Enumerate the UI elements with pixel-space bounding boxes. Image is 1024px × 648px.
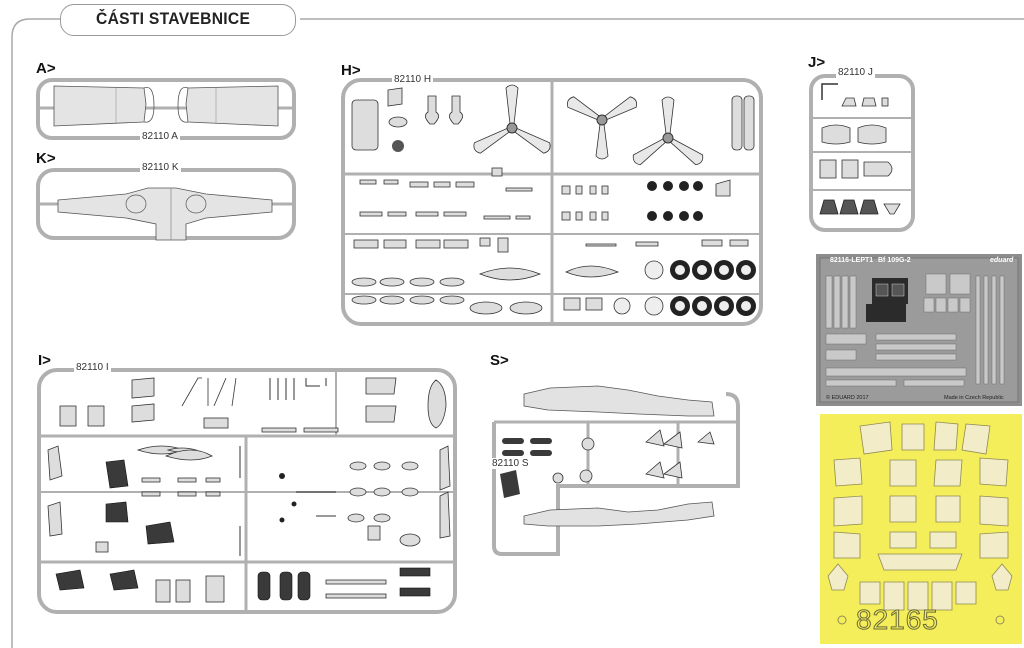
sprue-k-code: 82110 K	[140, 162, 181, 173]
sprue-a-letter: A>	[36, 60, 56, 77]
page-title: ČÁSTI STAVEBNICE	[96, 9, 251, 28]
sprue-h-letter: H>	[341, 62, 361, 79]
sprue-j-code: 82110 J	[836, 67, 875, 78]
sprue-i-code: 82110 I	[74, 362, 111, 373]
pe-origin: Made in Czech Republic	[944, 395, 1004, 401]
sprue-h-code: 82110 H	[392, 74, 434, 85]
sprue-s	[492, 385, 740, 556]
pe-model: Bf 109G-2	[878, 257, 911, 264]
sprue-a	[36, 78, 296, 140]
sprue-a-code: 82110 A	[140, 131, 180, 142]
sprue-s-letter: S>	[490, 352, 509, 369]
sprue-h	[341, 78, 763, 326]
sprue-j	[809, 74, 915, 232]
sprue-j-letter: J>	[808, 54, 826, 71]
sprue-s-code: 82110 S	[490, 458, 531, 469]
canopy-mask	[820, 414, 1022, 644]
pe-copyright: © EDUARD 2017	[826, 395, 869, 401]
photoetch-fret	[816, 254, 1022, 406]
pe-brand: eduard	[990, 257, 1014, 264]
sprue-i	[37, 368, 457, 614]
sprue-k	[36, 168, 296, 241]
pe-part-number: 82116-LEPT1	[830, 257, 874, 264]
mask-number: 82165	[856, 604, 939, 636]
sprue-k-letter: K>	[36, 150, 56, 167]
sprue-i-letter: I>	[38, 352, 51, 369]
title-tab	[60, 4, 296, 36]
